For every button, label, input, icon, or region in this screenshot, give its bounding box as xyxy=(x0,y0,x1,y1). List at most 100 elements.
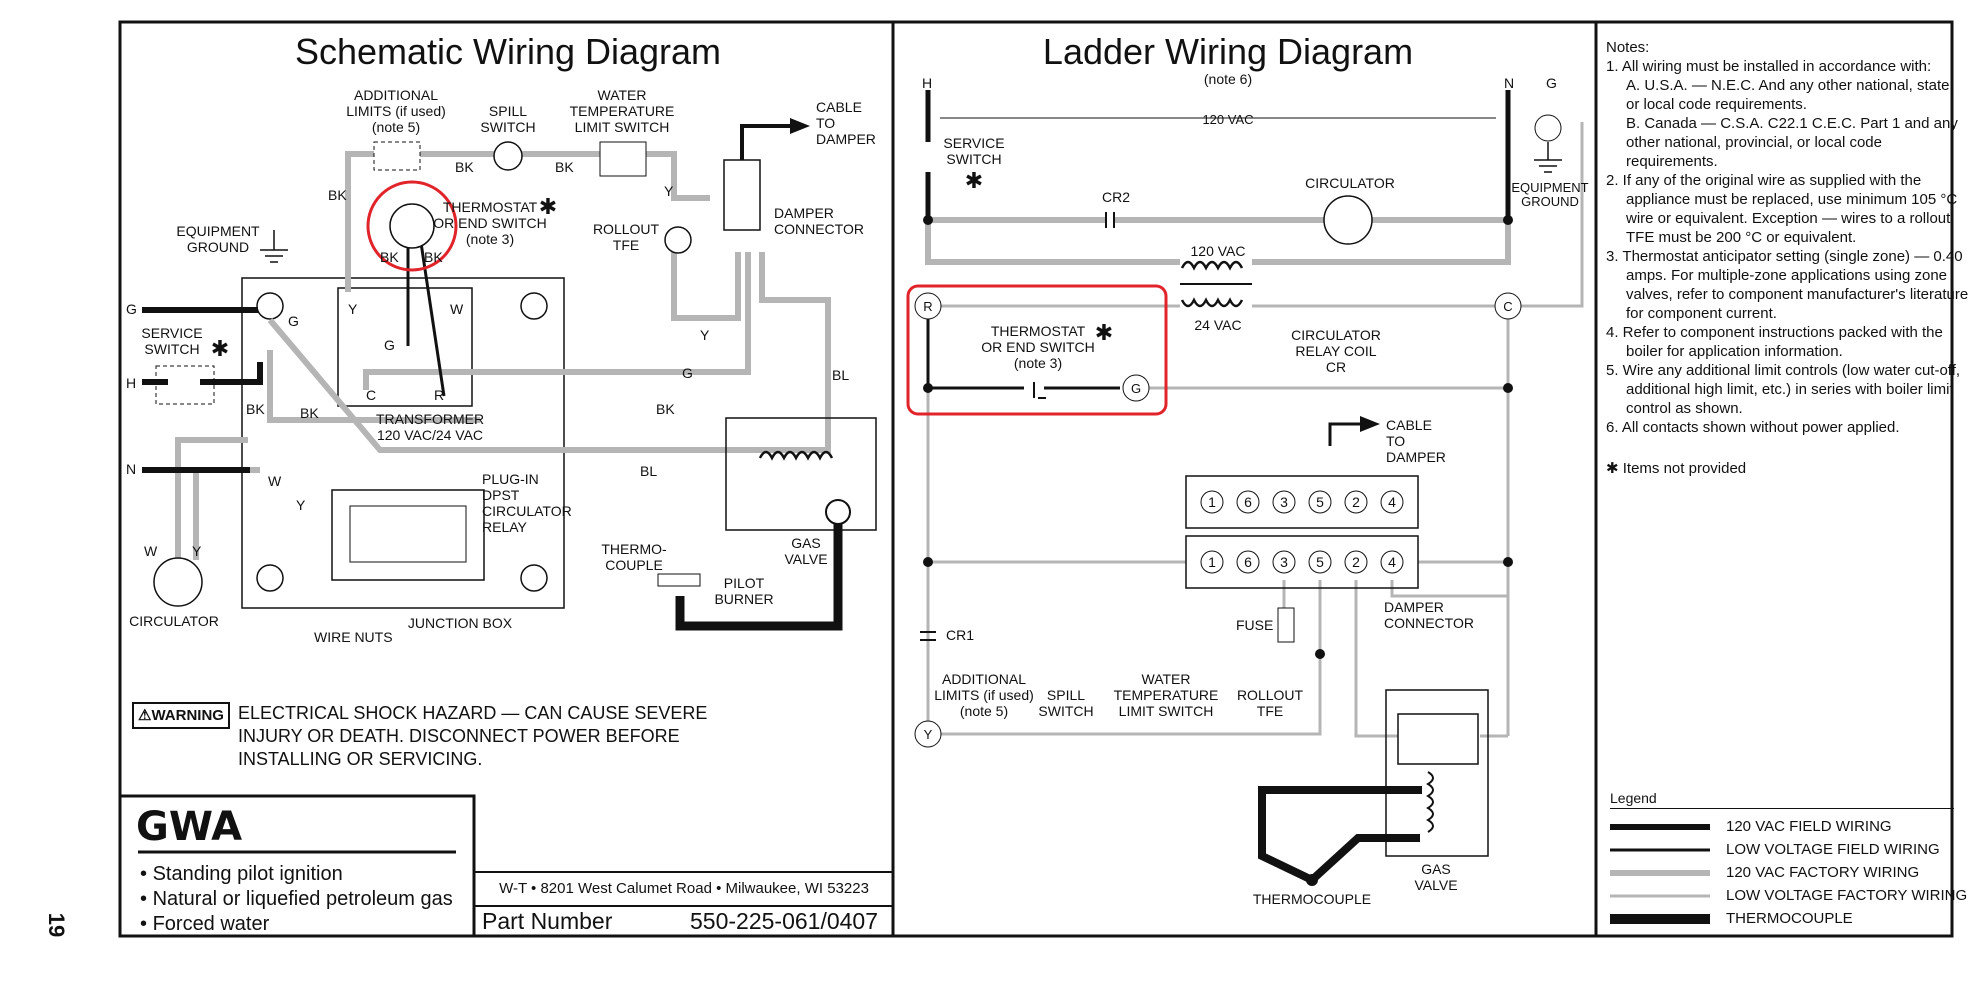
node-g xyxy=(1122,374,1150,402)
damper-connector-pin xyxy=(1236,550,1260,574)
ladder-label-cable-3: DAMPER xyxy=(1386,449,1446,465)
feature-item: Forced water xyxy=(140,912,453,937)
warning-badge: ⚠WARNING xyxy=(132,702,230,729)
label-thermocouple-2: COUPLE xyxy=(605,557,663,573)
wire-h-in xyxy=(200,362,263,385)
damper-connector-pin-label: 6 xyxy=(1244,554,1252,570)
ladder-label-circulator: CIRCULATOR xyxy=(1305,175,1395,191)
label-term-r: R xyxy=(434,387,444,403)
ladder-label-rollout-2: TFE xyxy=(1257,703,1283,719)
cable-connector-pin xyxy=(1200,490,1224,514)
wire-circ-y xyxy=(193,467,260,560)
lv-pin4 xyxy=(1390,580,1508,598)
ladder-service-star-icon: ✱ xyxy=(965,168,983,193)
service-star-icon: ✱ xyxy=(211,336,229,361)
cable-connector-pin-label: 4 xyxy=(1388,494,1396,510)
ladder-label-thermostat-1: THERMOSTAT xyxy=(991,323,1086,339)
label-service-1: SERVICE xyxy=(141,325,202,341)
label-additional-limits-2: LIMITS (if used) xyxy=(346,103,446,119)
legend-title: Legend xyxy=(1610,790,1657,806)
schematic-labels: ADDITIONAL LIMITS (if used) (note 5) SPI… xyxy=(126,87,876,645)
thermocouple-junction-icon xyxy=(1306,874,1318,886)
cable-connector-pin xyxy=(1236,490,1260,514)
cr2-contact-icon xyxy=(1105,212,1115,228)
note-1b: B. Canada — C.S.A. C22.1 C.E.C. Part 1 a… xyxy=(1626,115,1958,170)
label-rollout-2: TFE xyxy=(613,237,639,253)
legend-item: THERMOCOUPLE xyxy=(1610,908,1970,930)
damper-connector-pin-label: 1 xyxy=(1208,554,1216,570)
feature-item: Standing pilot ignition xyxy=(140,862,453,887)
label-cable-2: TO xyxy=(816,115,835,131)
pilot-burner-icon xyxy=(657,573,701,587)
label-pilot-1: PILOT xyxy=(724,575,765,591)
legend-swatch xyxy=(1610,870,1710,876)
legend-item: LOW VOLTAGE FIELD WIRING xyxy=(1610,839,1970,861)
service-switch-box xyxy=(155,365,215,405)
label-thermocouple-1: THERMO- xyxy=(601,541,667,557)
wire-thermostat-r xyxy=(418,235,446,397)
node-r xyxy=(914,292,942,320)
ladder-label-limits-3: (note 5) xyxy=(960,703,1008,719)
ladder-label-gnode: G xyxy=(1131,381,1141,396)
junction-dots xyxy=(923,215,1513,659)
ladder-thermostat-highlight xyxy=(906,284,1168,416)
gas-valve-coil-icon xyxy=(758,450,834,461)
wire-cable-damper xyxy=(740,124,790,160)
label-spill-2: SWITCH xyxy=(480,119,535,135)
note-5: 5. Wire any additional limit controls (l… xyxy=(1606,362,1961,417)
label-damper-1: DAMPER xyxy=(774,205,834,221)
label-pilot-2: BURNER xyxy=(714,591,773,607)
star-icon: ✱ xyxy=(1606,460,1623,477)
label-wire-bk-1: BK xyxy=(455,159,474,175)
label-wire-y-3: Y xyxy=(296,497,306,513)
label-relay-1: PLUG-IN xyxy=(482,471,539,487)
ground-screw xyxy=(256,292,284,320)
label-term-g: G xyxy=(384,337,395,353)
damper-connector-pin xyxy=(1380,550,1404,574)
label-cable-1: CABLE xyxy=(816,99,862,115)
ladder-label-fuse: FUSE xyxy=(1236,617,1273,633)
ladder-label-vac120: 120 VAC xyxy=(1202,112,1253,127)
part-number: 550-225-061/0407 xyxy=(690,908,878,934)
ladder-label-eq-ground-1: EQUIPMENT xyxy=(1511,180,1588,195)
ladder-circulator-icon xyxy=(1323,195,1373,245)
label-circulator: CIRCULATOR xyxy=(129,613,219,629)
additional-limits-box xyxy=(373,141,421,171)
wire-rollout-y xyxy=(671,228,741,321)
ladder-label-cr1: CR1 xyxy=(946,627,974,643)
ladder-label-coil-2: RELAY COIL xyxy=(1295,343,1376,359)
label-wire-g-2: G xyxy=(288,313,299,329)
label-relay-3: CIRCULATOR xyxy=(482,503,572,519)
label-relay-2: DPST xyxy=(482,487,520,503)
ladder-label-vac24: 24 VAC xyxy=(1194,317,1241,333)
cable-connector-pin xyxy=(1272,490,1296,514)
ladder-label-h: H xyxy=(922,75,932,91)
feature-list: Standing pilot ignition Natural or lique… xyxy=(140,862,453,937)
thermostat-highlight xyxy=(366,180,458,272)
cable-connector-pin xyxy=(1380,490,1404,514)
label-wire-bk-5: BK xyxy=(246,401,265,417)
cable-connector-pin-label: 3 xyxy=(1280,494,1288,510)
label-water-1: WATER xyxy=(598,87,647,103)
label-term-n-line: N xyxy=(126,461,136,477)
label-wire-bk-4: BK xyxy=(656,401,675,417)
notes-title: Notes: xyxy=(1606,39,1650,56)
node-ground xyxy=(1534,114,1562,142)
ladder-label-vac120-b: 120 VAC xyxy=(1191,243,1246,259)
cable-connector-pin-label: 1 xyxy=(1208,494,1216,510)
ladder-label-spill-1: SPILL xyxy=(1047,687,1085,703)
node-c xyxy=(1494,292,1522,320)
wire-circ-w xyxy=(175,437,248,560)
schematic-field-wiring xyxy=(142,124,843,631)
label-wire-nuts: WIRE NUTS xyxy=(314,629,393,645)
ladder-label-spill-2: SWITCH xyxy=(1038,703,1093,719)
note-3: 3. Thermostat anticipator setting (singl… xyxy=(1606,248,1969,322)
cr1-contact-icon xyxy=(920,631,936,641)
label-circ-w: W xyxy=(144,543,158,559)
legend-item: 120 VAC FACTORY WIRING xyxy=(1610,862,1970,884)
damper-connector-pin-label: 3 xyxy=(1280,554,1288,570)
node-y xyxy=(914,720,942,748)
rollout-tfe-icon xyxy=(664,226,692,254)
lv-ground-return xyxy=(1520,122,1584,308)
legend-label: 120 VAC FACTORY WIRING xyxy=(1726,864,1920,881)
